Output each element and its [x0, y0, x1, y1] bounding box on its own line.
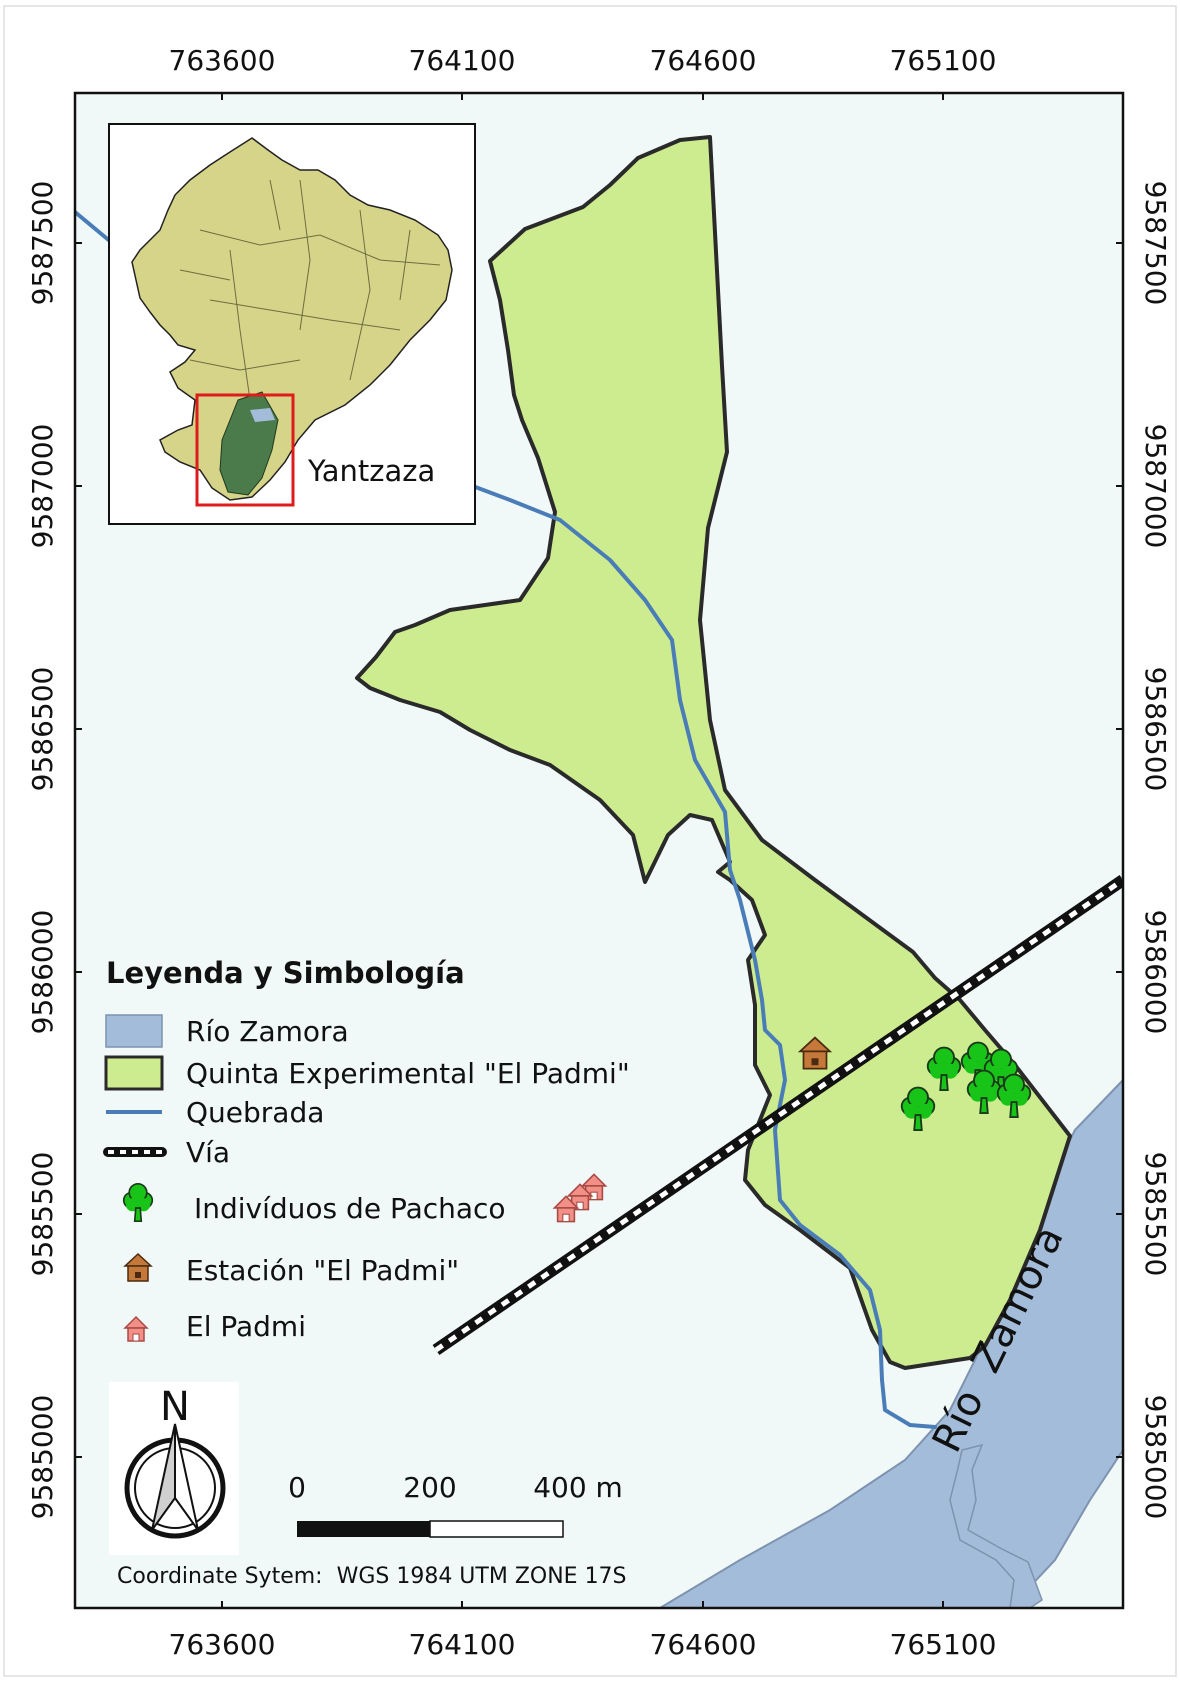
legend-label-quinta: Quinta Experimental "El Padmi": [186, 1057, 630, 1090]
coordinate-system-note: Coordinate Sytem: WGS 1984 UTM ZONE 17S: [117, 1564, 627, 1589]
y-tick-label-left: 9585500: [26, 1152, 59, 1277]
y-tick-label-right: 9587500: [1139, 181, 1172, 306]
inset-selected-highlight: [250, 408, 275, 422]
x-tick-label-top: 764100: [409, 44, 516, 77]
x-tick-label-top: 764600: [650, 44, 757, 77]
scale-bar-white-segment: [429, 1520, 564, 1538]
x-tick-label-bottom: 765100: [890, 1628, 997, 1661]
inset-ecuador-land: [131, 137, 453, 501]
legend-label-via: Vía: [186, 1136, 230, 1169]
x-tick-label-bottom: 764600: [650, 1628, 757, 1661]
scale-label-0: 0: [288, 1471, 306, 1504]
via-road-dashes: [434, 877, 1123, 1353]
inset-selection-box: [195, 393, 295, 507]
x-tick-label-top: 765100: [890, 44, 997, 77]
scale-bar: 0 200 400 m: [288, 1471, 623, 1538]
map-frame: [73, 91, 1125, 1610]
legend-label-pachaco: Indivíduos de Pachaco: [194, 1192, 506, 1225]
y-tick-label-right: 9586000: [1139, 910, 1172, 1035]
y-tick-label-right: 9585500: [1139, 1152, 1172, 1277]
x-tick-label-bottom: 764100: [409, 1628, 516, 1661]
x-tick-label-bottom: 763600: [169, 1628, 276, 1661]
y-tick-label-left: 9587000: [26, 424, 59, 549]
coordinate-tick-labels: 763600 763600 764100 764100 764600 764600 7651…: [26, 44, 1172, 1661]
quinta-experimental-area: [355, 135, 1072, 1370]
legend-title: Leyenda y Simbología: [106, 956, 465, 990]
y-tick-label-right: 9585000: [1139, 1395, 1172, 1520]
y-tick-label-left: 9585000: [26, 1395, 59, 1520]
river-tributary: [949, 1443, 1043, 1608]
inset-province-lines: [179, 179, 441, 401]
inset-map: Yantzaza: [108, 123, 476, 525]
inset-label: Yantzaza: [307, 454, 435, 488]
scale-label-400: 400 m: [533, 1471, 623, 1504]
north-arrow: N: [109, 1382, 239, 1555]
scale-label-200: 200: [403, 1471, 456, 1504]
legend-label-quebrada: Quebrada: [186, 1096, 324, 1129]
legend-swatch-rio-zamora: [105, 1014, 163, 1048]
y-tick-label-right: 9586500: [1139, 667, 1172, 792]
legend-label-el-padmi: El Padmi: [186, 1310, 306, 1343]
north-arrow-label: N: [160, 1384, 190, 1430]
scale-bar-black-segment: [297, 1521, 430, 1537]
map-layers: [75, 135, 1123, 1608]
y-tick-label-left: 9587500: [26, 181, 59, 306]
x-tick-label-top: 763600: [169, 44, 276, 77]
legend: Leyenda y Simbología Río Zamora Quinta E…: [103, 956, 630, 1343]
y-tick-label-left: 9586000: [26, 910, 59, 1035]
north-arrow-right-half: [174, 1423, 199, 1531]
legend-label-rio-zamora: Río Zamora: [186, 1015, 349, 1048]
y-tick-label-left: 9586500: [26, 667, 59, 792]
figure-border: [3, 5, 1177, 1677]
legend-swatch-quinta: [104, 1055, 164, 1091]
legend-label-estacion: Estación "El Padmi": [186, 1254, 459, 1287]
y-tick-label-right: 9587000: [1139, 424, 1172, 549]
